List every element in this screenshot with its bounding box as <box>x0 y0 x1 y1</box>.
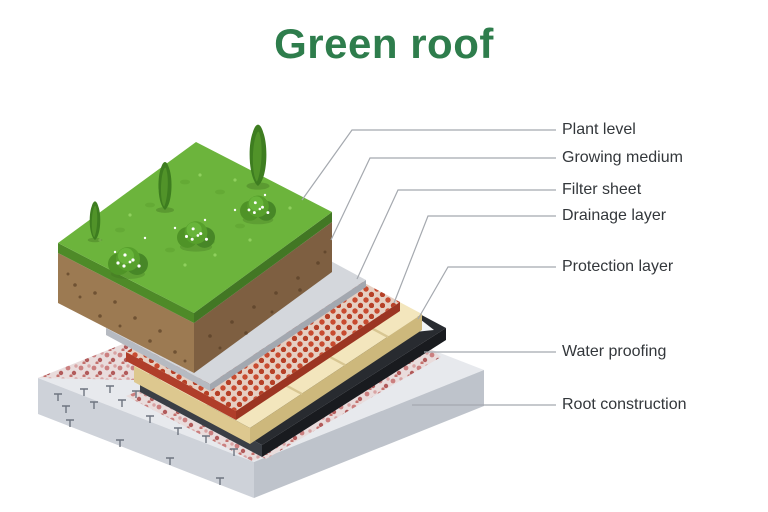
leader-drainage-layer <box>393 215 556 304</box>
bush <box>240 195 276 225</box>
leader-protection-layer <box>417 266 556 320</box>
label-plant-level: Plant level <box>562 121 636 138</box>
bush <box>108 247 148 279</box>
leader-filter-sheet <box>356 189 556 280</box>
bush <box>177 221 215 252</box>
page-title: Green roof <box>274 20 494 67</box>
tree <box>155 162 175 213</box>
rebar-marks <box>54 385 238 485</box>
label-drainage-layer: Drainage layer <box>562 207 667 224</box>
tree <box>87 201 103 243</box>
leader-growing-medium <box>330 157 556 241</box>
soil-speckles <box>66 250 327 363</box>
label-filter-sheet: Filter sheet <box>562 181 642 198</box>
layer-growing-medium-block <box>58 124 332 373</box>
leader-plant-level <box>301 129 556 201</box>
label-growing-medium: Growing medium <box>562 149 683 166</box>
label-root-construction: Root construction <box>562 396 687 413</box>
label-protection-layer: Protection layer <box>562 258 674 275</box>
label-water-proofing: Water proofing <box>562 343 667 360</box>
tree <box>246 124 270 190</box>
leader-lines <box>301 129 556 406</box>
